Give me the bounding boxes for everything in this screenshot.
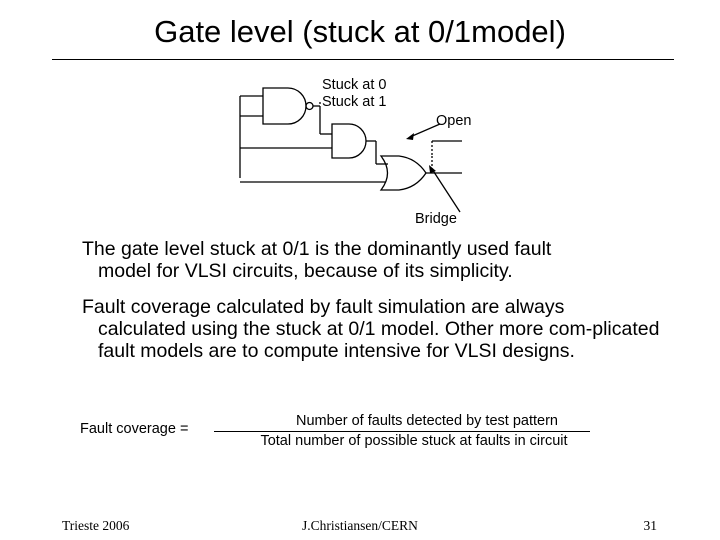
label-stuck-at-0: Stuck at 0 [322,77,386,93]
fault-coverage-formula: Fault coverage = Number of faults detect… [80,410,600,460]
footer-event: Trieste 2006 [62,518,130,533]
paragraph-1-first-line: The gate level stuck at 0/1 is the domin… [82,238,552,260]
paragraph-1-continuation: model for VLSI circuits, because of its … [98,260,513,282]
footer-author: J.Christiansen/CERN [302,518,418,533]
paragraph-2-continuation: calculated using the stuck at 0/1 model.… [98,318,660,362]
label-open: Open [436,113,471,129]
title-divider [52,59,674,60]
circuit-svg: Stuck at 0 Stuck at 1 Open Bridge [239,77,471,227]
label-stuck-at-1: Stuck at 1 [322,94,386,110]
gate-level-fault-diagram: Stuck at 0 Stuck at 1 Open Bridge [236,74,496,234]
arrowhead-open [406,133,414,140]
fraction-bar [214,431,590,432]
nand-bubble [305,101,314,111]
or-gate [379,155,427,191]
arrow-open [409,123,441,138]
page-number: 31 [643,518,658,533]
and-gate [331,123,367,159]
formula-lhs: Fault coverage = [80,421,189,437]
label-bridge: Bridge [415,211,457,227]
paragraph-stuck-at-model: The gate level stuck at 0/1 is the domin… [82,238,662,282]
slide-title: Gate level (stuck at 0/1model) [154,14,566,49]
nand-gate-1 [262,87,307,125]
paragraph-fault-coverage: Fault coverage calculated by fault simul… [82,296,662,362]
paragraph-2-first-line: Fault coverage calculated by fault simul… [82,296,565,318]
arrow-bridge [431,168,461,213]
formula-denominator: Total number of possible stuck at faults… [260,433,568,449]
formula-numerator: Number of faults detected by test patter… [296,413,558,429]
arrowhead-bridge [429,165,436,173]
